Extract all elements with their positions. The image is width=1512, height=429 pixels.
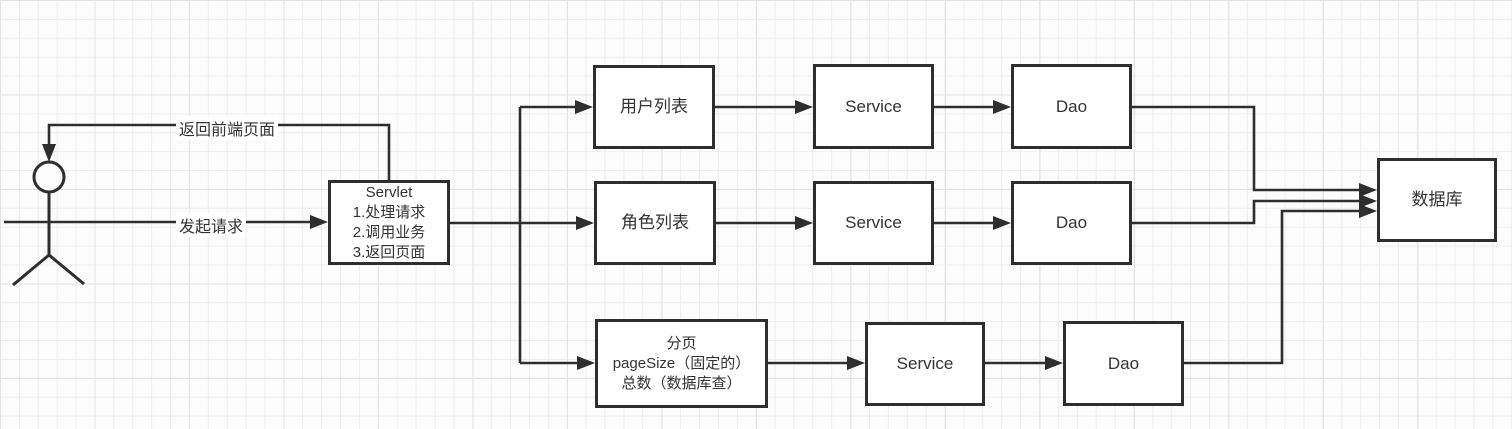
node-service-row2: Service (813, 181, 934, 265)
node-database: 数据库 (1377, 158, 1497, 242)
servlet-step-3: 3.返回页面 (352, 243, 426, 261)
node-dao-row3: Dao (1063, 321, 1184, 406)
paging-line-2: pageSize（固定的） (612, 354, 751, 372)
edge-label-return: 返回前端页面 (176, 116, 279, 140)
paging-line-1: 分页 (666, 334, 697, 352)
paging-line-3: 总数（数据库查） (621, 374, 742, 392)
node-servlet: Servlet 1.处理请求 2.调用业务 3.返回页面 (328, 180, 450, 265)
node-service-row1: Service (813, 64, 934, 149)
servlet-step-1: 1.处理请求 (352, 203, 426, 221)
edge-dao3-to-database (1184, 204, 1377, 365)
node-dao-row2: Dao (1011, 181, 1132, 265)
edge-dao2-to-database (1132, 194, 1377, 225)
edge-label-request: 发起请求 (176, 213, 247, 237)
node-role-list: 角色列表 (594, 181, 716, 265)
servlet-title: Servlet (365, 183, 413, 201)
node-user-list: 用户列表 (593, 65, 715, 149)
user-actor-icon (12, 160, 85, 287)
servlet-step-2: 2.调用业务 (352, 223, 426, 241)
node-service-row3: Service (865, 322, 985, 406)
node-dao-row1: Dao (1011, 64, 1132, 149)
node-paging: 分页 pageSize（固定的） 总数（数据库查） (595, 319, 768, 408)
edge-dao1-to-database (1132, 105, 1377, 197)
